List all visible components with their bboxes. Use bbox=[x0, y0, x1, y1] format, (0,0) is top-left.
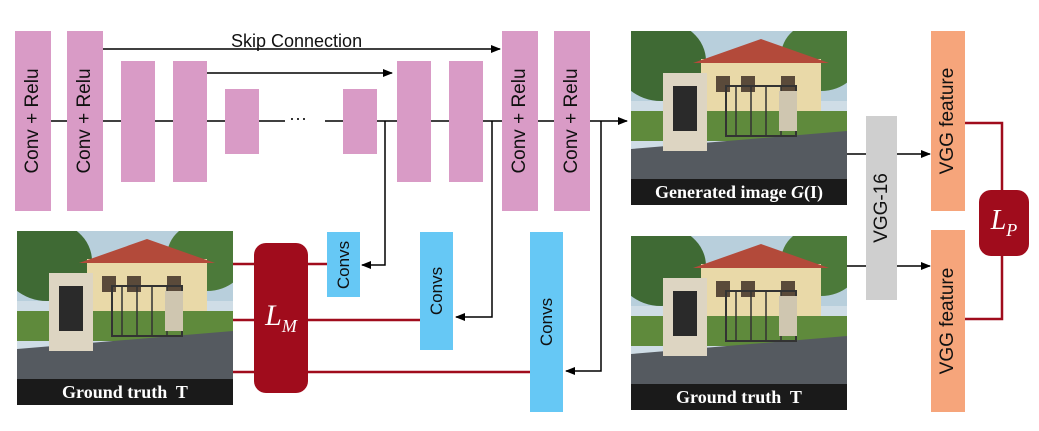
house-photo-left bbox=[17, 231, 233, 379]
encoder-block-4 bbox=[173, 61, 207, 182]
caption-ground-truth-left: Ground truth T bbox=[17, 379, 233, 405]
ground-truth-image-left bbox=[17, 231, 233, 379]
side-convs-b-label: Convs bbox=[426, 266, 446, 316]
caption-generated-image: Generated image G(I) bbox=[631, 179, 847, 205]
ellipsis: ··· bbox=[289, 108, 307, 128]
tap-to-convs-b bbox=[455, 121, 493, 321]
encoder-block-3 bbox=[121, 61, 155, 182]
vgg-feature-top: VGG feature bbox=[931, 31, 965, 211]
loss-lp-box: LP bbox=[979, 190, 1029, 256]
tap-to-convs-a bbox=[361, 121, 386, 269]
skip-connection-label: Skip Connection bbox=[231, 31, 363, 51]
generated-image bbox=[631, 31, 847, 179]
vgg-feature-bottom: VGG feature bbox=[931, 230, 965, 412]
side-convs-a: Convs bbox=[327, 232, 360, 297]
ground-truth-image-right bbox=[631, 236, 847, 384]
loss-lp-label: LP bbox=[990, 205, 1018, 240]
decoder-conv-relu-1: Conv + Relu bbox=[502, 31, 538, 211]
tap-to-convs-c bbox=[565, 121, 602, 375]
side-convs-c: Convs bbox=[530, 232, 563, 412]
loss-lm-label: LM bbox=[265, 299, 297, 336]
encoder-conv-relu-1: Conv + Relu bbox=[15, 31, 51, 211]
decoder-block-1 bbox=[343, 89, 377, 154]
caption-ground-truth-right: Ground truth T bbox=[631, 384, 847, 410]
vgg16-label: VGG-16 bbox=[870, 173, 892, 243]
decoder-conv-relu-1-label: Conv + Relu bbox=[509, 68, 530, 174]
side-convs-a-label: Convs bbox=[333, 240, 353, 289]
house-photo-right bbox=[631, 236, 847, 384]
decoder-block-3 bbox=[449, 61, 483, 182]
vgg16-block: VGG-16 bbox=[866, 116, 897, 300]
side-convs-b: Convs bbox=[420, 232, 453, 350]
lp-line-bottom bbox=[965, 256, 1004, 321]
encoder-conv-relu-2-label: Conv + Relu bbox=[74, 68, 95, 174]
encoder-block-5 bbox=[225, 89, 259, 154]
decoder-conv-relu-2-label: Conv + Relu bbox=[561, 68, 582, 174]
lp-line-top bbox=[965, 121, 1004, 190]
side-convs-c-label: Convs bbox=[536, 297, 556, 347]
encoder-conv-relu-2: Conv + Relu bbox=[67, 31, 103, 211]
vgg-feature-bottom-label: VGG feature bbox=[937, 267, 958, 375]
loss-lm-box: LM bbox=[254, 243, 308, 393]
vgg-feature-top-label: VGG feature bbox=[937, 67, 958, 175]
decoder-block-2 bbox=[397, 61, 431, 182]
decoder-conv-relu-2: Conv + Relu bbox=[554, 31, 590, 211]
encoder-conv-relu-1-label: Conv + Relu bbox=[22, 68, 43, 174]
house-photo-generated bbox=[631, 31, 847, 179]
